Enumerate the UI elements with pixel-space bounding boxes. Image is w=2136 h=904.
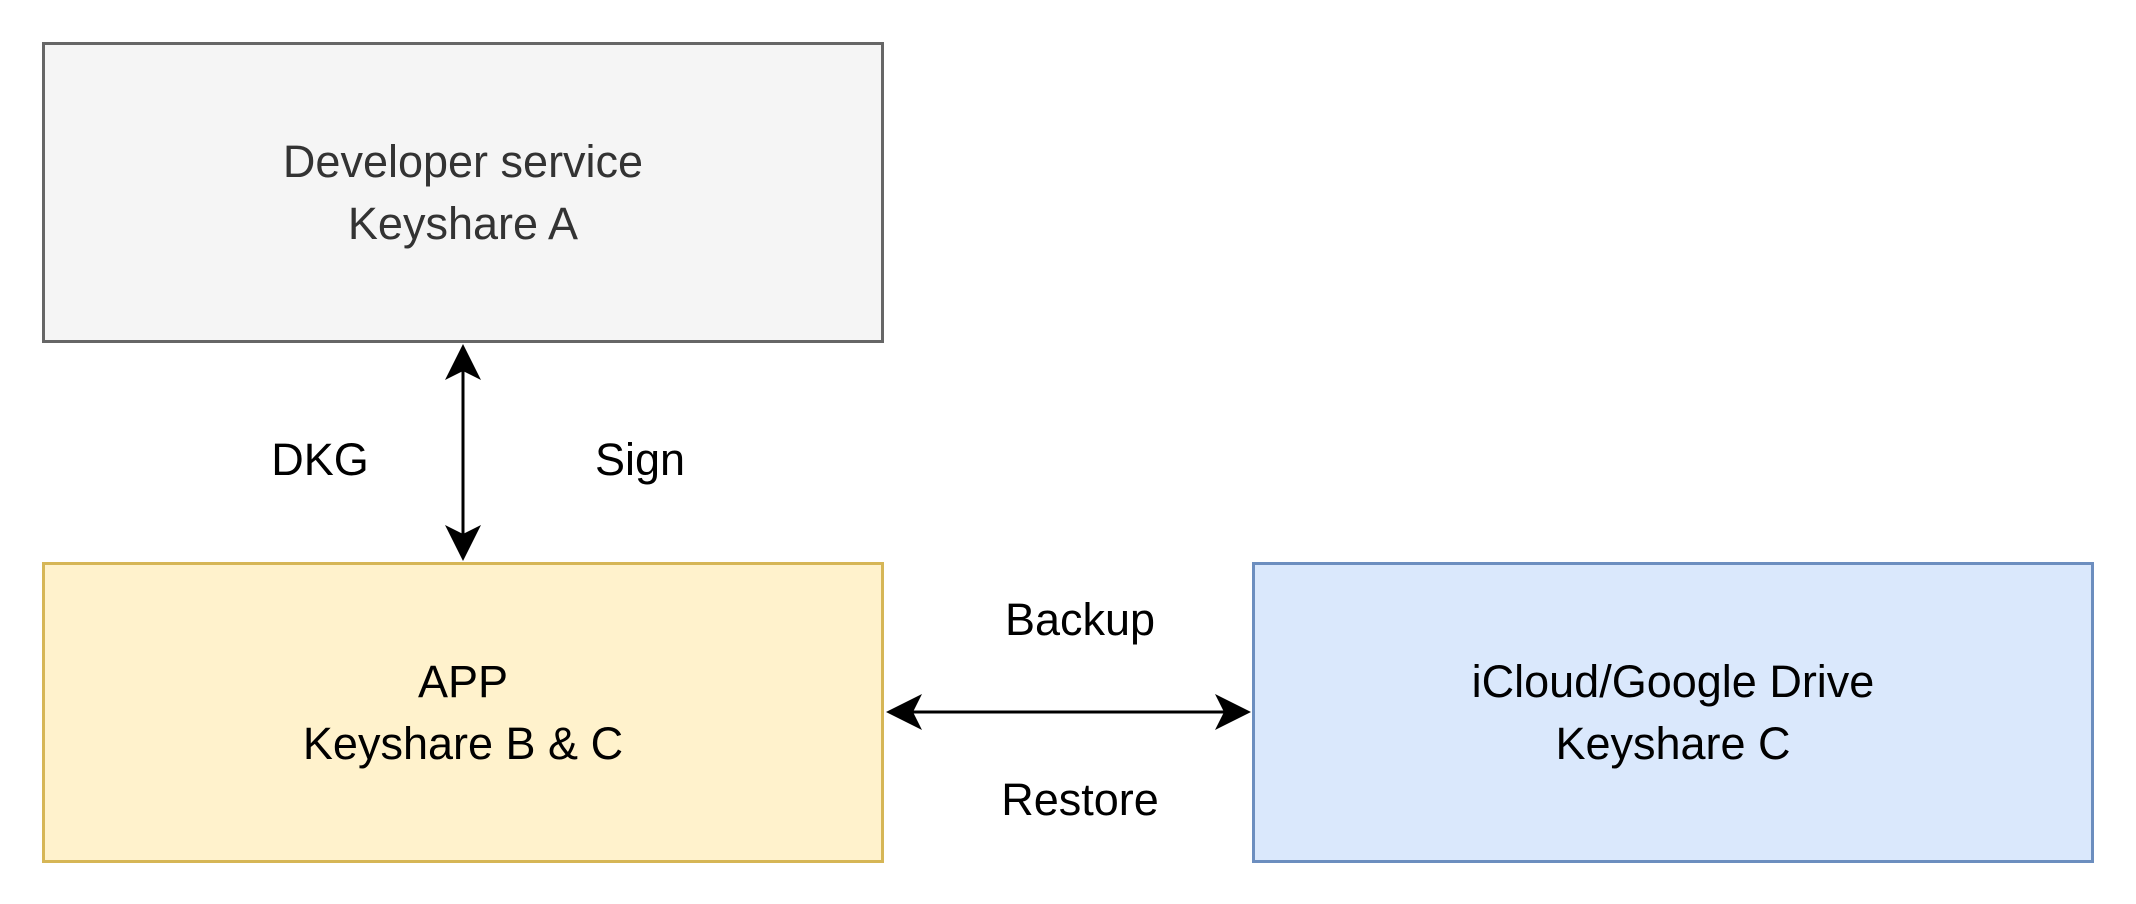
- arrowhead-left-icon: [886, 694, 922, 730]
- app-cloud-arrow: [886, 694, 1251, 730]
- backup-edge-label: Backup: [1004, 594, 1156, 645]
- app-node: APP Keyshare B & C: [42, 562, 884, 863]
- app-title: APP: [417, 655, 509, 707]
- arrowhead-up-icon: [445, 344, 481, 380]
- arrowhead-down-icon: [445, 525, 481, 561]
- arrowhead-right-icon: [1215, 694, 1251, 730]
- cloud-storage-title: iCloud/Google Drive: [1471, 655, 1875, 707]
- keyshare-a-label: Keyshare A: [347, 197, 579, 249]
- dev-app-arrow: [445, 344, 481, 561]
- restore-edge-label: Restore: [1001, 774, 1159, 825]
- sign-edge-label: Sign: [594, 434, 686, 485]
- developer-service-title: Developer service: [282, 135, 644, 187]
- dkg-edge-label: DKG: [271, 434, 369, 485]
- cloud-storage-node: iCloud/Google Drive Keyshare C: [1252, 562, 2094, 863]
- keyshare-b-c-label: Keyshare B & C: [302, 717, 624, 769]
- keyshare-c-label: Keyshare C: [1555, 717, 1791, 769]
- developer-service-node: Developer service Keyshare A: [42, 42, 884, 343]
